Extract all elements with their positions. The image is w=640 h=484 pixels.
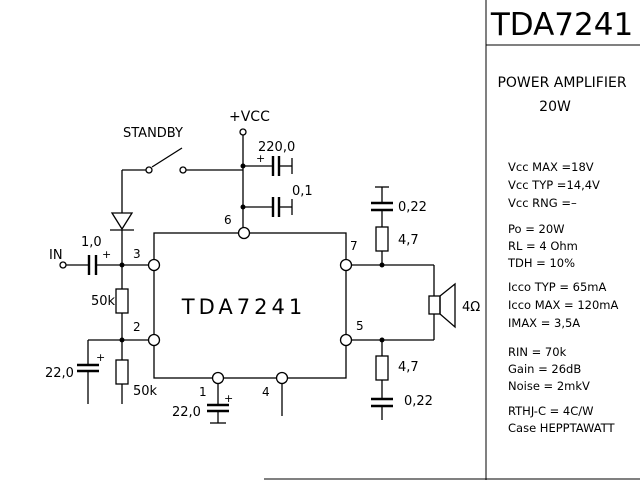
supply-label: +VCC xyxy=(229,109,270,125)
standby-label: STANDBY xyxy=(123,126,183,141)
pin-7 xyxy=(339,258,353,272)
sheet-frame xyxy=(264,0,640,480)
pin-number: 4 xyxy=(262,385,270,399)
spec-item: Icco TYP = 65mA xyxy=(508,280,606,294)
standby-switch xyxy=(121,147,243,213)
cap-pin1-polarity: + xyxy=(224,392,233,405)
spec-item: Noise = 2mkV xyxy=(508,379,590,393)
ic-pins xyxy=(147,226,353,385)
speaker-icon xyxy=(428,282,456,329)
heading-power-amplifier: POWER AMPLIFIER xyxy=(497,75,626,91)
spec-item: Case HEPPTAWATT xyxy=(508,421,615,435)
spec-item: Vcc TYP =14,4V xyxy=(508,178,600,192)
spec-item: Icco MAX = 120mA xyxy=(508,298,618,312)
pin-number: 1 xyxy=(199,385,207,399)
pin-number: 7 xyxy=(350,239,358,253)
spec-item: Vcc MAX =18V xyxy=(508,160,594,174)
pin-3 xyxy=(147,258,161,272)
spec-item: RL = 4 Ohm xyxy=(508,239,578,253)
supply-network xyxy=(239,128,293,228)
res-bias-bottom-value: 50k xyxy=(133,384,158,399)
cap-supply-big-value: 220,0 xyxy=(258,140,295,155)
cap-snub-bottom-value: 0,22 xyxy=(404,394,433,409)
cap-supply-polarity: + xyxy=(256,152,265,165)
cap-bias-value: 22,0 xyxy=(45,366,74,381)
res-snub-bottom-value: 4,7 xyxy=(398,360,419,375)
pin1-network xyxy=(207,383,229,424)
spec-item: RIN = 70k xyxy=(508,345,567,359)
title-part-number: TDA7241 xyxy=(490,7,633,43)
cap-supply-small-value: 0,1 xyxy=(292,184,313,199)
cap-input-value: 1,0 xyxy=(81,235,102,250)
ic-label: TDA7241 xyxy=(181,295,306,319)
spec-item: RTHJ-C = 4C/W xyxy=(508,404,594,418)
spec-item: Vcc RNG =– xyxy=(508,196,577,210)
res-bias-top-value: 50k xyxy=(91,294,116,309)
pin-4 xyxy=(275,371,289,385)
res-snub-top-value: 4,7 xyxy=(398,233,419,248)
bias-network xyxy=(77,265,148,404)
pin-2 xyxy=(147,333,161,347)
cap-pin1-value: 22,0 xyxy=(172,405,201,420)
pin-1 xyxy=(211,371,225,385)
cap-bias-polarity: + xyxy=(96,351,105,364)
pin-5 xyxy=(339,333,353,347)
spec-item: TDH = 10% xyxy=(507,256,575,270)
pin-number: 3 xyxy=(133,247,141,261)
pin-number: 6 xyxy=(224,213,232,227)
spec-item: Gain = 26dB xyxy=(508,362,581,376)
speaker-impedance: 4Ω xyxy=(462,300,480,315)
heading-power-rating: 20W xyxy=(539,99,571,115)
input-label: IN xyxy=(49,248,63,263)
output-network xyxy=(351,186,435,420)
pin-6 xyxy=(237,226,251,240)
pin-numbers: 3 2 6 7 5 1 4 xyxy=(133,213,364,399)
cap-snub-top-value: 0,22 xyxy=(398,200,427,215)
spec-item: IMAX = 3,5A xyxy=(508,316,580,330)
pin-number: 5 xyxy=(356,319,364,333)
pin-number: 2 xyxy=(133,320,141,334)
cap-input-polarity: + xyxy=(102,248,111,261)
standby-diode xyxy=(110,212,134,265)
spec-item: Po = 20W xyxy=(508,222,565,236)
spec-list: Vcc MAX =18V Vcc TYP =14,4V Vcc RNG =– P… xyxy=(507,160,618,435)
